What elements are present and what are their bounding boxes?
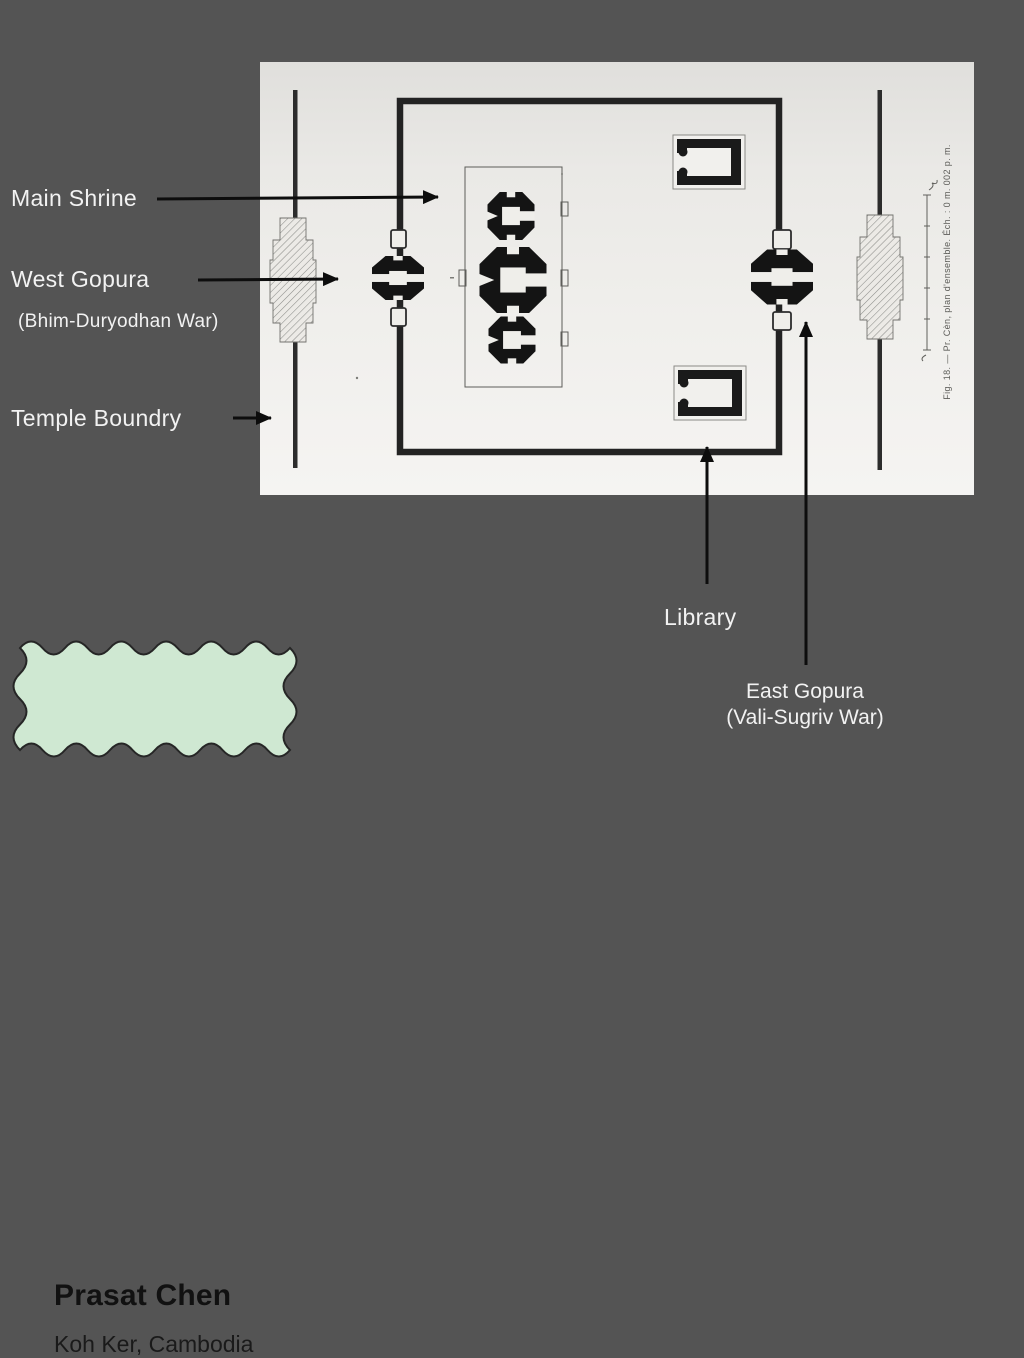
scale-bar: [921, 179, 938, 362]
south-shrine-tower: [488, 316, 536, 364]
gopura-porches: [390, 229, 792, 331]
west-outer-gatehouse: [269, 217, 317, 343]
title-card-wavy-shape: [12, 640, 298, 758]
scanned-plan-sheet: Fig. 18. — Pr. Cèn, plan d'ensemble. Éch…: [260, 62, 974, 495]
east-gopura-label-block: East Gopura (Vali-Sugriv War): [695, 679, 915, 731]
main-shrine-label: Main Shrine: [11, 185, 138, 211]
west-boundary-wall: [269, 90, 317, 468]
east-gopura-sublabel: (Vali-Sugriv War): [726, 706, 884, 729]
south-library-shape: [673, 365, 747, 421]
west-gopura-label: West Gopura: [11, 266, 150, 292]
east-boundary-wall: [856, 90, 904, 470]
site-location: Koh Ker, Cambodia: [54, 1331, 254, 1357]
main-shrine-tower: [479, 247, 547, 313]
scan-specks: [355, 173, 563, 380]
east-outer-gatehouse: [856, 214, 904, 340]
north-shrine-tower: [487, 192, 535, 240]
site-title: Prasat Chen: [54, 1279, 232, 1312]
temple-plan-drawing: Fig. 18. — Pr. Cèn, plan d'ensemble. Éch…: [269, 90, 952, 470]
central-platform: [458, 166, 569, 388]
library-label: Library: [664, 604, 737, 630]
west-gopura-shape: [372, 256, 424, 300]
east-gopura-label: East Gopura: [746, 680, 864, 703]
title-card: Prasat Chen Koh Ker, Cambodia: [6, 628, 312, 1357]
temple-boundary-label: Temple Boundry: [11, 405, 182, 431]
east-gopura-shape: [751, 249, 813, 305]
infographic-canvas: Fig. 18. — Pr. Cèn, plan d'ensemble. Éch…: [6, 62, 974, 1357]
west-gopura-sublabel: (Bhim-Duryodhan War): [18, 311, 219, 332]
figure-caption: Fig. 18. — Pr. Cèn, plan d'ensemble. Éch…: [942, 144, 952, 400]
north-library-shape: [672, 134, 746, 190]
